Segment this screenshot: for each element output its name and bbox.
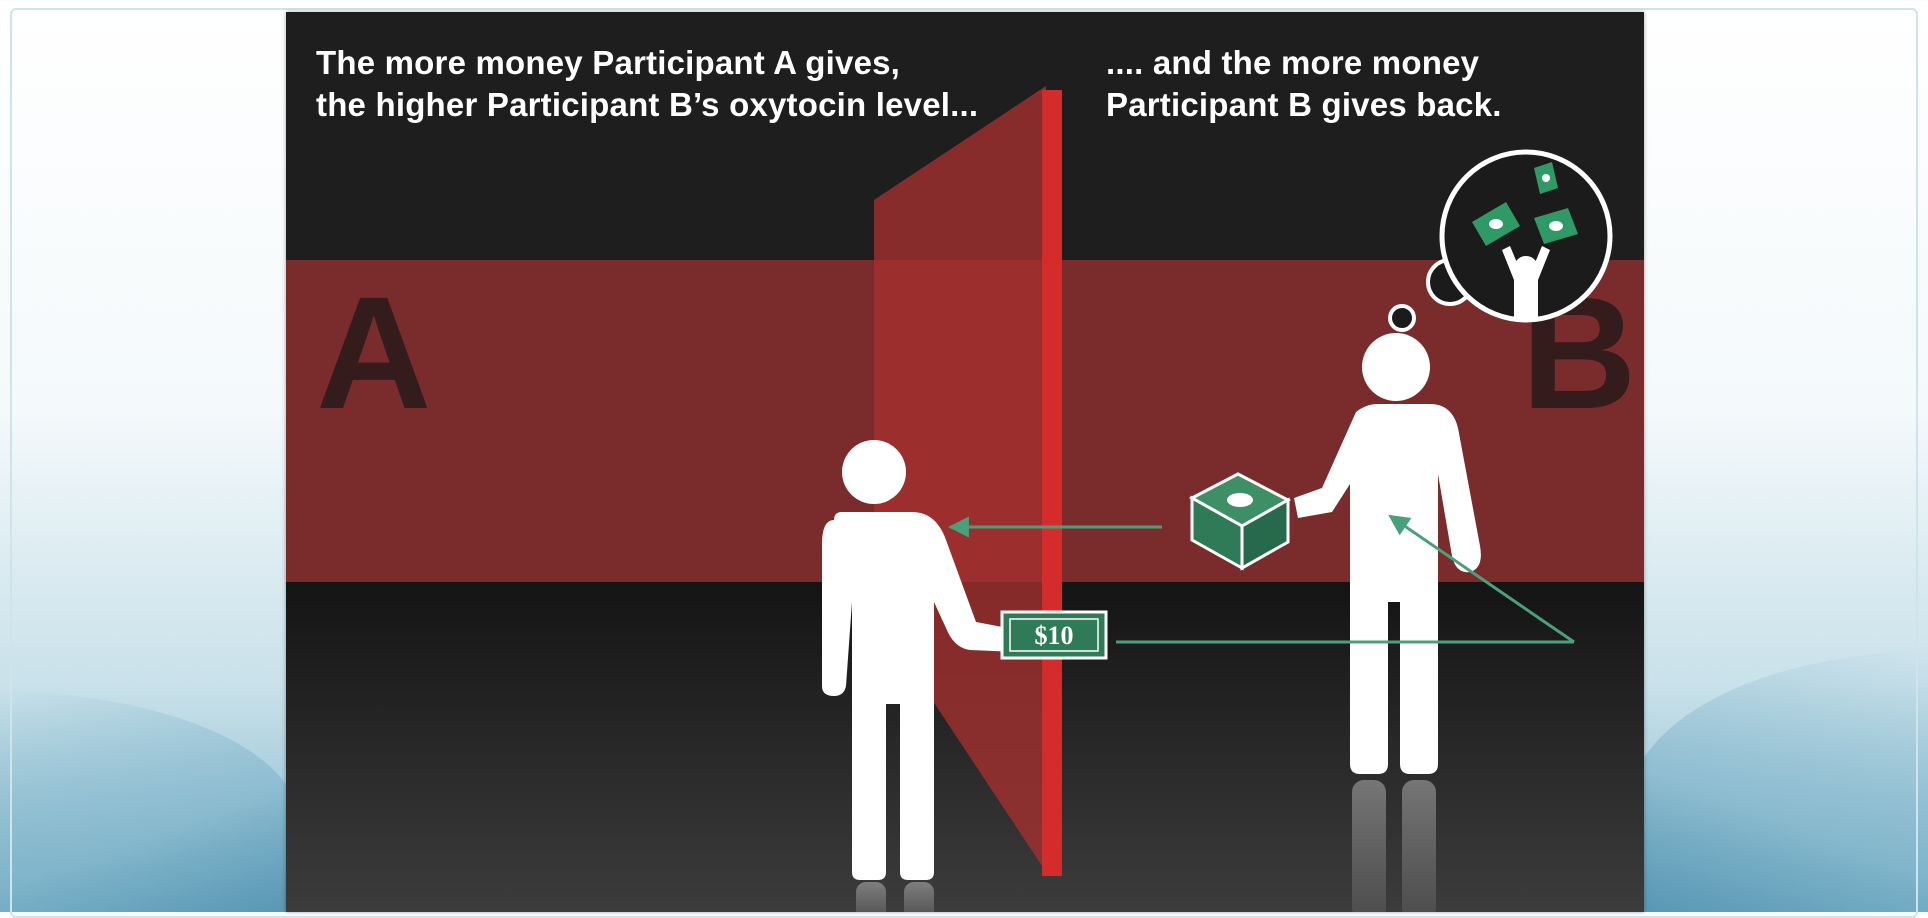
caption-right-line1: .... and the more money bbox=[1106, 44, 1480, 81]
caption-left-line1: The more money Participant A gives, bbox=[316, 44, 901, 81]
person-a-icon bbox=[822, 440, 1018, 880]
decorative-wave-right bbox=[1628, 652, 1928, 912]
caption-left: The more money Participant A gives, the … bbox=[316, 42, 1076, 126]
person-a-reflection bbox=[856, 882, 934, 912]
person-b-icon bbox=[1294, 333, 1481, 774]
red-divider-pole bbox=[1042, 90, 1062, 876]
banknote-label: $10 bbox=[1035, 621, 1074, 650]
person-b-reflection bbox=[1352, 780, 1436, 912]
caption-right-line2: Participant B gives back. bbox=[1106, 86, 1502, 123]
oxytocin-arrow bbox=[1388, 514, 1575, 644]
banknote-icon: $10 bbox=[1000, 610, 1108, 660]
label-a: A bbox=[316, 263, 432, 442]
caption-left-line2: the higher Participant B’s oxytocin leve… bbox=[316, 86, 979, 123]
decorative-wave-left bbox=[0, 692, 300, 912]
trust-game-illustration: A B $10 bbox=[286, 12, 1644, 912]
cheering-person-icon bbox=[1502, 246, 1550, 318]
caption-right: .... and the more money Participant B gi… bbox=[1106, 42, 1626, 126]
thought-bubble-icon bbox=[1388, 149, 1613, 332]
illustration-canvas: A B $10 bbox=[286, 12, 1644, 912]
flying-money-icon bbox=[1472, 162, 1578, 246]
cash-stack-icon bbox=[1188, 472, 1292, 571]
